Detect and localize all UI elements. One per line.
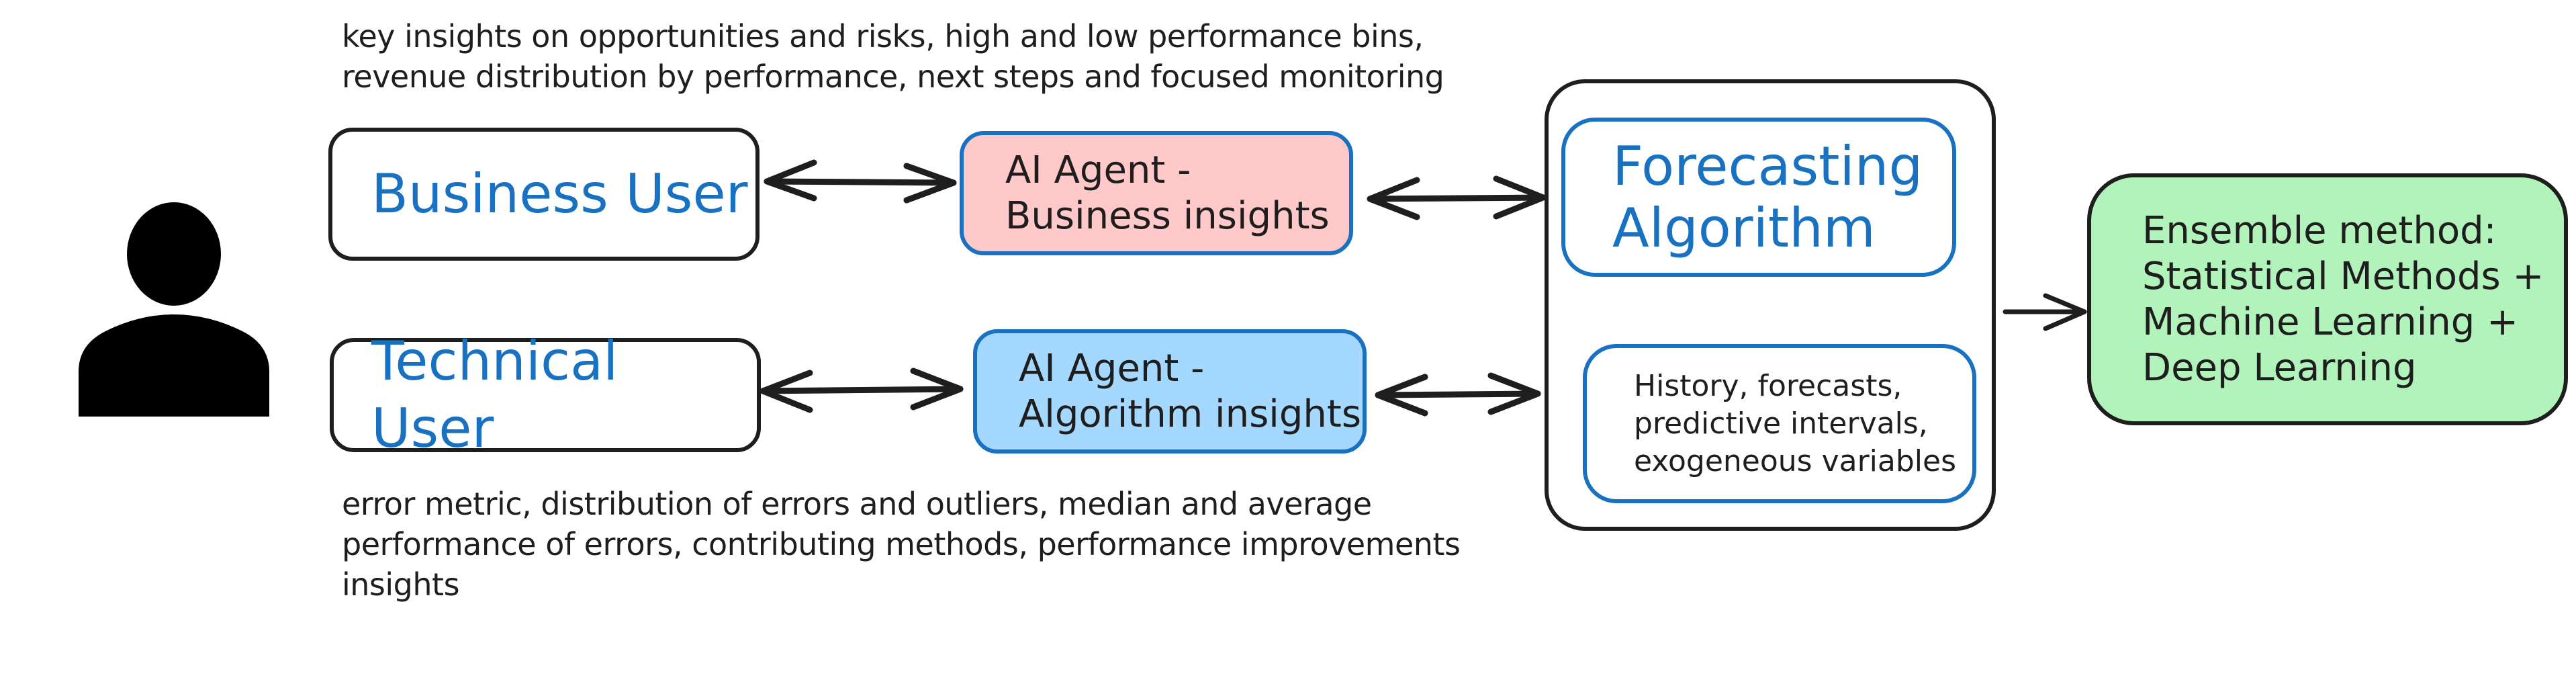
arrow-business-user-to-agent — [764, 159, 957, 204]
ensemble-method-label-line: Deep Learning — [2142, 345, 2417, 390]
technical-notes-line: error metric, distribution of errors and… — [342, 486, 1372, 522]
business-user-label: Business User — [371, 163, 748, 225]
forecasting-algorithm-label-line: Forecasting — [1612, 134, 1923, 198]
business-agent-node[interactable]: AI Agent - Business insights — [960, 131, 1353, 255]
forecasting-algorithm-node[interactable]: Forecasting Algorithm — [1561, 118, 1956, 277]
forecasting-algorithm-label: Forecasting Algorithm — [1612, 134, 1923, 259]
business-notes-line: revenue distribution by performance, nex… — [342, 58, 1444, 95]
forecast-outputs-label-line: predictive intervals, — [1634, 406, 1928, 441]
technical-notes-line: performance of errors, contributing meth… — [342, 526, 1461, 562]
ensemble-method-label-line: Statistical Methods + — [2142, 254, 2544, 298]
algorithm-agent-label-line: Algorithm insights — [1019, 392, 1362, 436]
algorithm-agent-node[interactable]: AI Agent - Algorithm insights — [973, 329, 1367, 454]
arrow-forecasting-to-ensemble — [2003, 293, 2087, 331]
forecasting-algorithm-label-line: Algorithm — [1612, 196, 1876, 259]
forecast-outputs-label-line: exogeneous variables — [1634, 443, 1957, 478]
algorithm-agent-label: AI Agent - Algorithm insights — [1019, 346, 1361, 437]
algorithm-agent-label-line: AI Agent - — [1019, 346, 1205, 390]
business-agent-label: AI Agent - Business insights — [1005, 148, 1330, 239]
business-agent-label-line: Business insights — [1005, 194, 1330, 238]
technical-user-node[interactable]: Technical User — [330, 330, 761, 460]
arrow-business-agent-to-forecasting — [1367, 175, 1547, 220]
technical-user-label: Technical User — [371, 330, 618, 460]
person-silhouette-icon — [79, 202, 269, 457]
ensemble-method-label-line: Machine Learning + — [2142, 300, 2519, 344]
ensemble-method-node[interactable]: Ensemble method: Statistical Methods + M… — [2087, 173, 2568, 425]
business-user-node[interactable]: Business User — [328, 128, 760, 261]
ensemble-method-label: Ensemble method: Statistical Methods + M… — [2142, 208, 2544, 391]
business-agent-label-line: AI Agent - — [1005, 148, 1191, 192]
arrow-algorithm-agent-to-outputs — [1375, 372, 1541, 417]
forecast-outputs-node[interactable]: History, forecasts, predictive intervals… — [1583, 344, 1976, 503]
arrow-technical-user-to-agent — [760, 368, 964, 413]
technical-notes-line: insights — [342, 566, 460, 603]
forecast-outputs-label-line: History, forecasts, — [1634, 368, 1902, 403]
forecast-outputs-label: History, forecasts, predictive intervals… — [1634, 368, 1956, 480]
user-icon — [79, 202, 269, 457]
technical-insights-notes: error metric, distribution of errors and… — [342, 484, 1461, 605]
ensemble-method-label-line: Ensemble method: — [2142, 208, 2497, 253]
business-insights-notes: key insights on opportunities and risks,… — [342, 16, 1444, 97]
business-notes-line: key insights on opportunities and risks,… — [342, 18, 1424, 54]
